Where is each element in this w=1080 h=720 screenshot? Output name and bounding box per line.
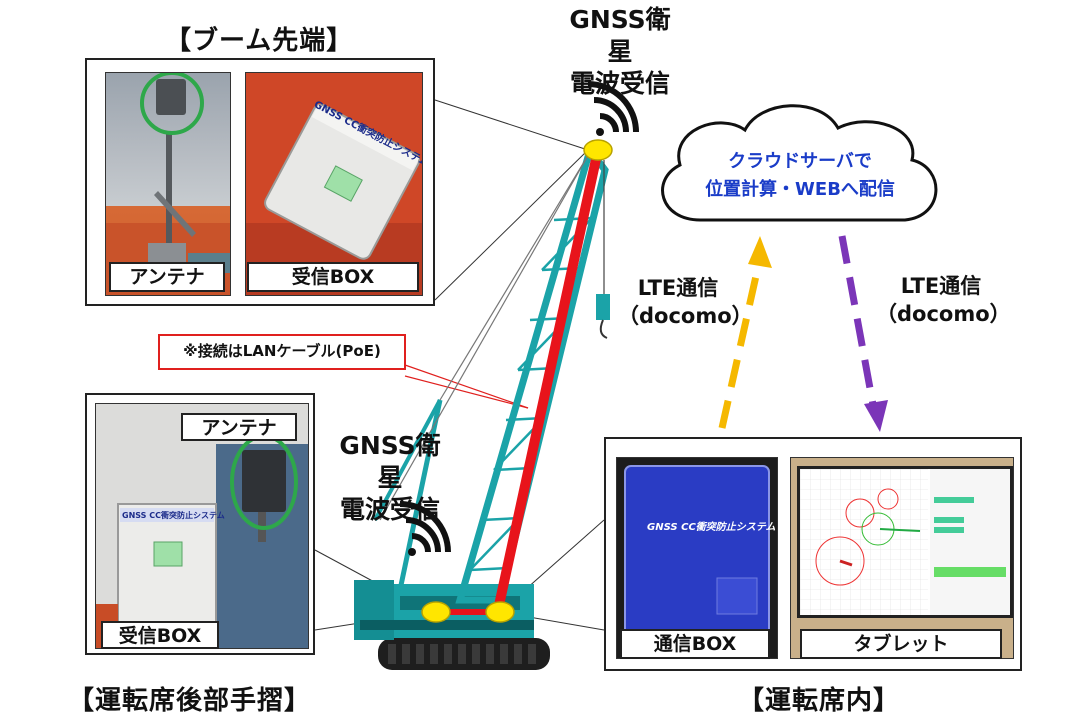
cab-title: 【運転席内】: [738, 686, 901, 716]
cloud-line1: クラウドサーバで: [728, 151, 872, 172]
hook-icon: [599, 319, 608, 339]
hook-block: [596, 294, 610, 320]
boom-receiver-caption: 受信BOX: [247, 262, 419, 292]
rear-rail-panel: GNSS CC衝突防止システム アンテナ 受信BOX: [85, 393, 315, 655]
boom-tip-panel: アンテナ GNSS CC衝突防止システム 受信BOX: [85, 58, 435, 306]
cab-panel: GNSS CC衝突防止システム 通信BOX: [604, 437, 1022, 671]
lte-up-line1: LTE通信: [637, 276, 719, 300]
lan-note: ※接続はLANケーブル(PoE): [158, 334, 406, 370]
rear-receiver-caption: 受信BOX: [101, 621, 219, 649]
lte-up-line2: （docomo）: [618, 304, 753, 328]
lte-down-label: LTE通信 （docomo）: [876, 272, 1011, 328]
rear-antenna-marker: [421, 601, 451, 623]
lte-up-label: LTE通信 （docomo）: [618, 274, 753, 330]
cab-comm-box-caption: 通信BOX: [620, 629, 770, 659]
gnss-top-label: GNSS衛星 電波受信: [560, 4, 680, 100]
boom-receiver-photo: GNSS CC衝突防止システム: [245, 72, 423, 296]
lte-down-line1: LTE通信: [900, 274, 982, 298]
lan-cable: [493, 148, 603, 612]
rear-antenna-caption: アンテナ: [181, 413, 297, 441]
signal-top-icon: [587, 81, 639, 133]
gnss-top-line2: 電波受信: [569, 69, 670, 98]
lte-down-line2: （docomo）: [876, 302, 1011, 326]
tablet-screen: [797, 466, 1013, 618]
rear-receiver-device-label: GNSS CC衝突防止システム: [122, 511, 225, 520]
gnss-mid-line2: 電波受信: [339, 495, 440, 524]
boom-antenna-caption: アンテナ: [109, 262, 225, 292]
cab-antenna-marker: [485, 601, 515, 623]
cab-tablet-photo: [790, 457, 1014, 659]
cab-tablet-caption: タブレット: [800, 629, 1002, 659]
rear-rail-title: 【運転席後部手摺】: [68, 686, 312, 716]
lte-down-arrow: [838, 235, 888, 432]
gnss-mid-label: GNSS衛星 電波受信: [330, 430, 450, 526]
signal-mid-icon: [399, 501, 451, 553]
lte-up-arrow: [718, 236, 772, 429]
cab-comm-box-photo: GNSS CC衝突防止システム: [616, 457, 778, 659]
gnss-mid-line1: GNSS衛星: [339, 431, 441, 492]
boom-tip-title: 【ブーム先端】: [165, 26, 354, 56]
crane-boom: [455, 142, 609, 604]
boom-antenna-marker: [583, 139, 613, 161]
cloud-label: クラウドサーバで 位置計算・WEBへ配信: [680, 148, 920, 204]
cab-comm-device-label: GNSS CC衝突防止システム: [647, 522, 776, 533]
gnss-top-line1: GNSS衛星: [569, 5, 671, 66]
cloud-line2: 位置計算・WEBへ配信: [705, 179, 895, 200]
cloud-shape: [661, 104, 938, 222]
